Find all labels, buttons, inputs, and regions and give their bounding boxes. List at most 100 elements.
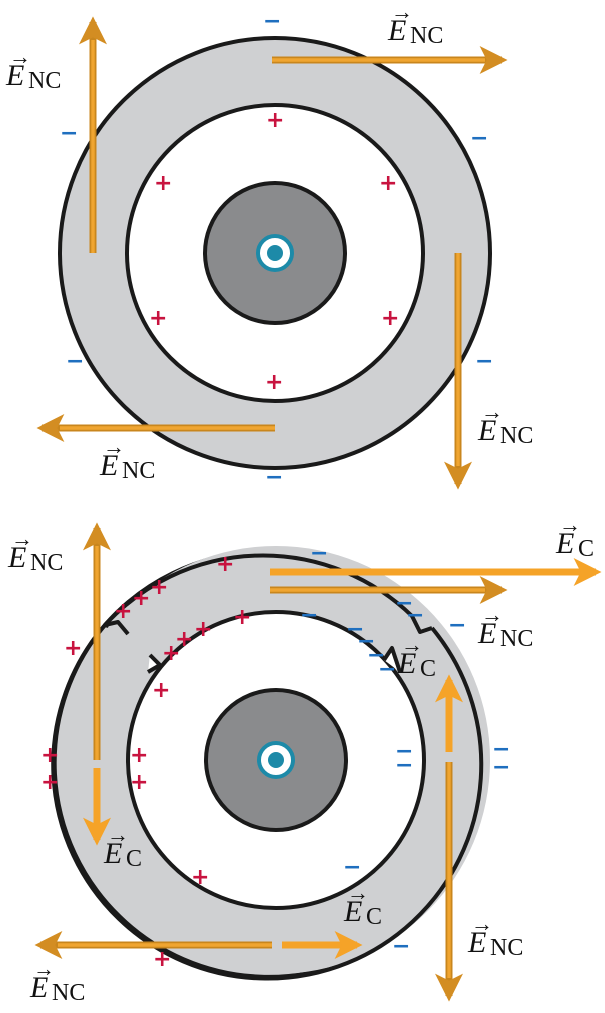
svg-text:NC: NC	[122, 458, 155, 484]
bottom-label-ec-inner-right: E → C	[397, 632, 436, 682]
top-label-enc-lower-right: E → NC	[477, 399, 533, 449]
svg-text:NC: NC	[30, 550, 63, 576]
top-label-enc-upper-right: E → NC	[387, 0, 443, 49]
svg-text:−: −	[346, 617, 364, 642]
svg-text:−: −	[66, 349, 84, 374]
bottom-label-enc-upper-left: E → NC	[7, 526, 63, 576]
svg-text:E: E	[343, 895, 362, 928]
svg-text:+: +	[216, 552, 234, 577]
bottom-label-enc-right: E → NC	[477, 602, 533, 652]
svg-text:C: C	[126, 846, 142, 872]
svg-text:−: −	[395, 739, 413, 764]
svg-text:+: +	[162, 641, 180, 666]
svg-text:−: −	[475, 349, 493, 374]
svg-text:−: −	[60, 121, 78, 146]
svg-text:C: C	[420, 656, 436, 682]
svg-text:E: E	[7, 541, 26, 574]
svg-text:+: +	[149, 306, 167, 331]
svg-text:→: →	[481, 399, 503, 424]
svg-text:+: +	[265, 370, 283, 395]
svg-text:+: +	[194, 617, 212, 642]
svg-text:−: −	[263, 9, 281, 34]
svg-text:→: →	[471, 911, 493, 936]
svg-text:NC: NC	[490, 935, 523, 961]
svg-text:+: +	[41, 770, 59, 795]
bottom-diagram: E → NC E → C E → NC E → C E → C E → C	[7, 512, 602, 1006]
svg-text:+: +	[130, 770, 148, 795]
svg-text:→: →	[481, 602, 503, 627]
svg-text:−: −	[470, 126, 488, 151]
svg-text:+: +	[191, 865, 209, 890]
svg-text:−: −	[265, 465, 283, 490]
svg-text:NC: NC	[52, 980, 85, 1006]
bottom-label-enc-lower-right: E → NC	[467, 911, 523, 961]
svg-text:E: E	[477, 414, 496, 447]
bottom-label-ec-left: E → C	[103, 822, 142, 872]
svg-text:→: →	[559, 512, 581, 537]
svg-text:−: −	[343, 855, 361, 880]
svg-text:−: −	[406, 603, 424, 628]
svg-text:−: −	[395, 753, 413, 778]
svg-text:−: −	[392, 934, 410, 959]
svg-text:→: →	[107, 822, 129, 847]
svg-text:→: →	[33, 956, 55, 981]
svg-text:E: E	[103, 837, 122, 870]
svg-text:+: +	[379, 171, 397, 196]
svg-text:+: +	[130, 743, 148, 768]
svg-text:−: −	[448, 613, 466, 638]
bottom-label-ec-upper-right: E → C	[555, 512, 594, 562]
svg-text:→: →	[347, 880, 369, 905]
svg-text:→: →	[401, 632, 423, 657]
svg-text:→: →	[391, 0, 413, 24]
top-diagram: E → NC E → NC E → NC E → NC + + + + + +	[5, 0, 533, 490]
svg-text:+: +	[132, 586, 150, 611]
svg-text:E: E	[467, 926, 486, 959]
svg-text:−: −	[492, 755, 510, 780]
bottom-positive-charges: + + + + + + + + + + + + + + + +	[41, 552, 251, 972]
svg-text:→: →	[9, 44, 31, 69]
svg-text:+: +	[154, 171, 172, 196]
svg-text:+: +	[153, 947, 171, 972]
svg-text:+: +	[233, 605, 251, 630]
dot-in-circle-icon	[256, 234, 294, 272]
svg-text:−: −	[492, 737, 510, 762]
svg-text:→: →	[11, 526, 33, 551]
svg-text:E: E	[5, 59, 24, 92]
svg-text:E: E	[477, 617, 496, 650]
svg-text:+: +	[114, 599, 132, 624]
top-positive-charges: + + + + + +	[149, 108, 399, 395]
svg-text:NC: NC	[500, 626, 533, 652]
svg-text:C: C	[578, 536, 594, 562]
svg-text:−: −	[378, 657, 396, 682]
svg-text:−: −	[395, 591, 413, 616]
svg-text:E: E	[397, 647, 416, 680]
bottom-negative-charges: − − − − − − − − − − − − − − −	[300, 541, 510, 959]
svg-text:−: −	[310, 541, 328, 566]
svg-text:E: E	[29, 971, 48, 1004]
svg-text:−: −	[357, 629, 375, 654]
svg-text:+: +	[41, 743, 59, 768]
top-label-enc-lower-left: E → NC	[99, 434, 155, 484]
svg-text:+: +	[175, 627, 193, 652]
bottom-label-ec-bottom: E → C	[343, 880, 382, 930]
dot-in-circle-icon	[257, 741, 295, 779]
svg-text:+: +	[266, 108, 284, 133]
svg-text:+: +	[64, 636, 82, 661]
svg-text:−: −	[300, 603, 318, 628]
bottom-label-enc-lower-left: E → NC	[29, 956, 85, 1006]
svg-text:NC: NC	[500, 423, 533, 449]
top-label-enc-upper-left: E → NC	[5, 44, 61, 94]
svg-text:−: −	[367, 643, 385, 668]
svg-text:E: E	[555, 527, 574, 560]
svg-text:E: E	[387, 14, 406, 47]
svg-text:NC: NC	[410, 23, 443, 49]
svg-text:NC: NC	[28, 68, 61, 94]
svg-text:+: +	[381, 306, 399, 331]
svg-text:→: →	[103, 434, 125, 459]
svg-text:C: C	[366, 904, 382, 930]
svg-text:E: E	[99, 449, 118, 482]
svg-text:+: +	[150, 575, 168, 600]
top-negative-charges: − − − − − −	[60, 9, 493, 490]
svg-text:+: +	[152, 678, 170, 703]
